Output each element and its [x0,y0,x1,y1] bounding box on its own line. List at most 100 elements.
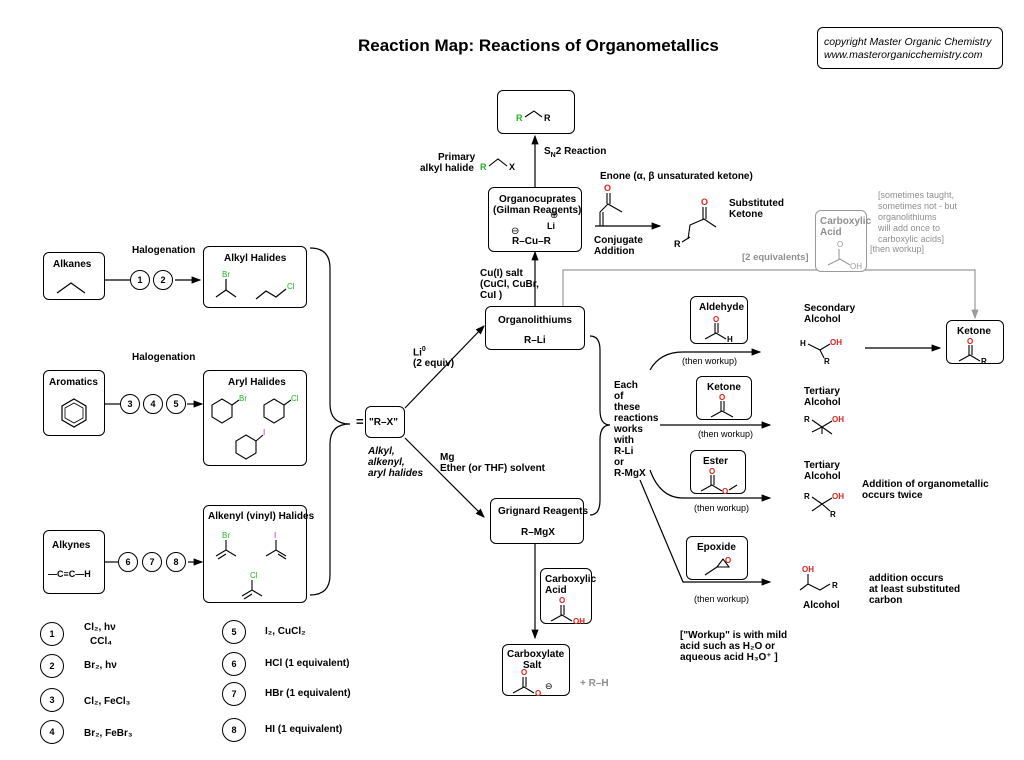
svg-text:R: R [830,510,836,519]
cuprate-li: Li [547,221,555,231]
sometimes-5: carboxylic acids] [878,234,945,244]
svg-text:O: O [709,467,715,476]
ketone-product-box: Ketone O R [946,320,1004,365]
ketone-product-label: Ketone [957,326,991,337]
cuprate-plus: ⊕ [550,210,559,221]
legend-text-6: HCl (1 equivalent) [265,658,350,669]
benzene-structure [61,398,87,428]
tertiary-alcohol-2a: Tertiary [804,460,840,471]
each-5: works [614,424,643,435]
aryl-halides-box: Aryl Halides Br Cl I [203,370,307,466]
svg-text:O: O [535,689,541,697]
svg-text:H: H [800,339,806,348]
twice-note-2: occurs twice [862,490,923,501]
svg-text:O: O [837,240,843,249]
alkenyl-halide-structures: Br I Cl [215,531,287,600]
legend-text-4: Br₂, FeBr₃ [84,728,133,739]
legend-text-3: Cl₂, FeCl₃ [84,696,131,707]
primary-halide-1: Primary [438,152,476,163]
epoxide-structure: O [704,556,731,576]
sometimes-4: will add once to [878,223,941,233]
workup-note-1: ["Workup" is with mild [680,630,788,641]
alkenyl-halides-box: Alkenyl (vinyl) Halides Br I Cl [203,505,314,603]
ketone-product-structure: O R [958,337,987,365]
cu-salt-3: CuI ) [480,290,503,301]
li-reagent: Li0 [413,346,426,359]
carboxylic-grey-box: Carboxylic Acid O OH [815,210,871,272]
li-equiv: (2 equiv) [413,358,455,369]
secondary-alcohol-2: Alcohol [804,314,841,325]
grignard-box: Grignard Reagents R–MgX [490,498,588,544]
svg-text:R: R [832,581,838,590]
legend-circle-5: 5 [222,620,246,644]
legend-text-1: Cl₂, hν [84,622,116,633]
cuprate-minus: ⊖ [511,226,520,237]
svg-text:OH: OH [850,262,862,271]
organocuprates-box: Organocuprates (Gilman Reagents) Li ⊕ ⊖ … [488,187,582,252]
alkyne-formula: —C≡C—H [48,569,91,579]
primary-halide-2: alkyl halide [420,163,474,174]
carboxylic-acid-box: Carboxylic Acid O OH [540,568,596,625]
svg-text:OH: OH [832,492,844,501]
svg-text:I: I [263,428,265,437]
conjugate-1: Conjugate [594,235,643,246]
sometimes-2: sometimes not - but [878,201,958,211]
enone-label: Enone (α, β unsaturated ketone) [600,171,753,182]
sn2-product-structure: R R [516,110,551,123]
page-title: Reaction Map: Reactions of Organometalli… [358,36,719,55]
aryl-halides-label: Aryl Halides [228,377,286,388]
legend-circle-6: 6 [222,652,246,676]
ketone-box: Ketone O [696,376,752,420]
svg-text:O: O [559,596,565,605]
legend-circle-8: 8 [222,718,246,742]
svg-text:OH: OH [830,338,842,347]
svg-text:R: R [981,357,987,365]
sn2-label: SN2 Reaction [544,146,607,159]
rx-note-2: alkenyl, [368,457,405,468]
carboxylic-grey-2: Acid [820,227,842,238]
equals-sign: = [356,414,364,429]
svg-text:OH: OH [802,565,814,574]
step-5-circle: 5 [166,394,186,414]
legend-text-1b: CCl₄ [90,636,112,647]
each-2: of [614,391,624,402]
svg-text:R: R [516,113,523,123]
legend-text-8: HI (1 equivalent) [265,724,343,735]
alkanes-box: Alkanes [43,252,105,300]
alkenyl-halides-label: Alkenyl (vinyl) Halides [208,511,315,522]
secondary-alcohol-1: Secondary [804,303,856,314]
each-1: Each [614,380,638,391]
aldehyde-box: Aldehyde O H [690,296,748,344]
workup-note-3: aqueous acid H₃O⁺ ] [680,652,778,663]
carboxylate-2: Salt [523,660,542,671]
alkyl-halides-box: Alkyl Halides Br Cl [203,246,307,308]
carboxylic-acid-1: Carboxylic [545,574,597,585]
aldehyde-structure: O H [704,315,733,343]
carboxylic-acid-structure: O OH [550,596,585,625]
svg-text:Br: Br [239,394,247,403]
then-workup-4: (then workup) [694,594,750,604]
carboxylate-1: Carboxylate [507,649,565,660]
subst-ketone-2: Ketone [729,209,763,220]
svg-text:I: I [274,531,276,540]
conjugate-2: Addition [594,246,635,257]
legend-text-2: Br₂, hν [84,660,117,671]
organocuprates-label-1: Organocuprates [499,194,577,205]
svg-text:H: H [727,335,733,343]
workup-note-2: acid such as H₂O or [680,641,776,652]
legend-circle-7: 7 [222,682,246,706]
carboxylate-box: Carboxylate Salt O O ⊖ [502,644,570,697]
cu-salt-1: Cu(I) salt [480,268,523,279]
organocuprates-label-2: (Gilman Reagents) [493,205,582,216]
legend-circle-4: 4 [40,720,64,744]
cu-salt-2: (CuCl, CuBr, [480,279,539,290]
svg-text:O: O [521,668,527,677]
twice-note-1: Addition of organometallic [862,479,989,490]
each-3: these [614,402,641,413]
svg-text:O: O [725,556,731,565]
svg-text:O: O [701,197,708,207]
each-7: R-Li [614,446,634,457]
copyright-url: www.masterorganicchemistry.com [824,49,983,61]
svg-text:Cl: Cl [250,571,258,580]
halogenation-label-2: Halogenation [132,352,196,363]
